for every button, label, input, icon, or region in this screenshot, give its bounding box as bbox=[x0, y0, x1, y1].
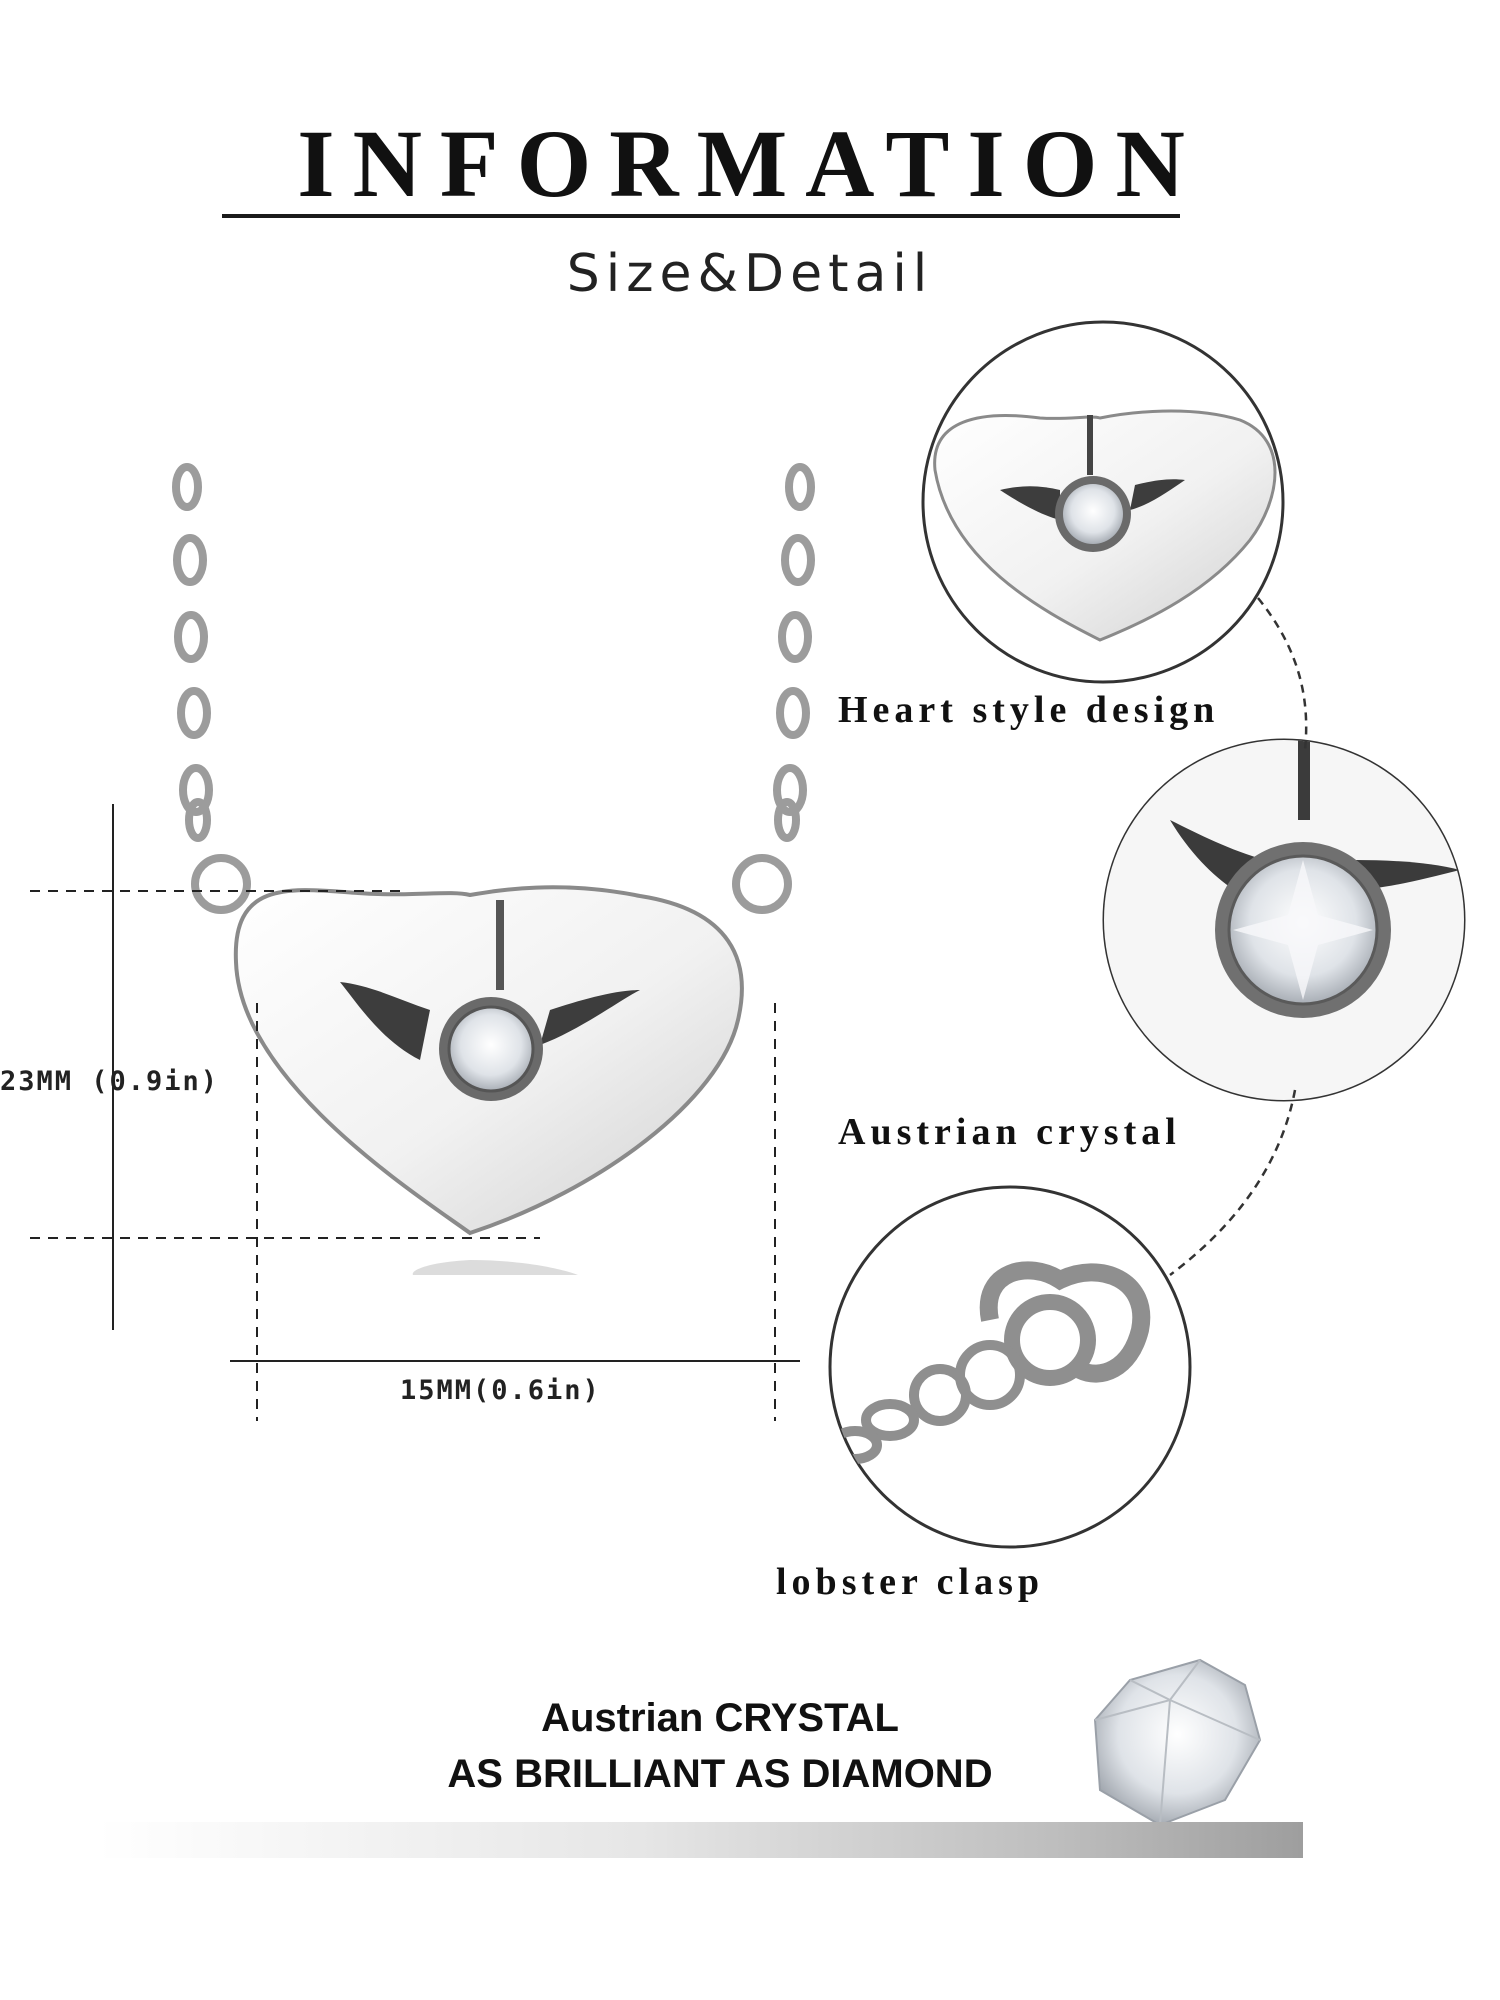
dimension-lines bbox=[30, 804, 800, 1421]
height-dimension-label: 23MM (0.9in) bbox=[0, 1066, 220, 1097]
promo-line-2: AS BRILLIANT AS DIAMOND bbox=[447, 1752, 993, 1796]
page-subtitle: Size&Detail bbox=[566, 244, 934, 304]
heart-closeup-circle bbox=[921, 320, 1285, 684]
title-divider bbox=[222, 214, 1180, 218]
width-dimension-label: 15MM(0.6in) bbox=[400, 1375, 601, 1406]
gradient-bar bbox=[97, 1822, 1303, 1858]
feature-label-clasp: lobster clasp bbox=[776, 1561, 1045, 1603]
chain-right bbox=[732, 463, 815, 914]
crystal-closeup-circle bbox=[1102, 738, 1466, 1102]
diamond-icon bbox=[1093, 1658, 1262, 1827]
heart-pendant bbox=[233, 885, 744, 1275]
feature-label-crystal: Austrian crystal bbox=[838, 1111, 1181, 1153]
page-title: INFORMATION bbox=[297, 110, 1203, 217]
clasp-closeup-circle bbox=[828, 1185, 1192, 1549]
chain-left bbox=[172, 463, 251, 914]
connector-dashes bbox=[1169, 597, 1308, 1276]
feature-label-heart: Heart style design bbox=[838, 689, 1220, 731]
promo-line-1: Austrian CRYSTAL bbox=[541, 1696, 899, 1740]
